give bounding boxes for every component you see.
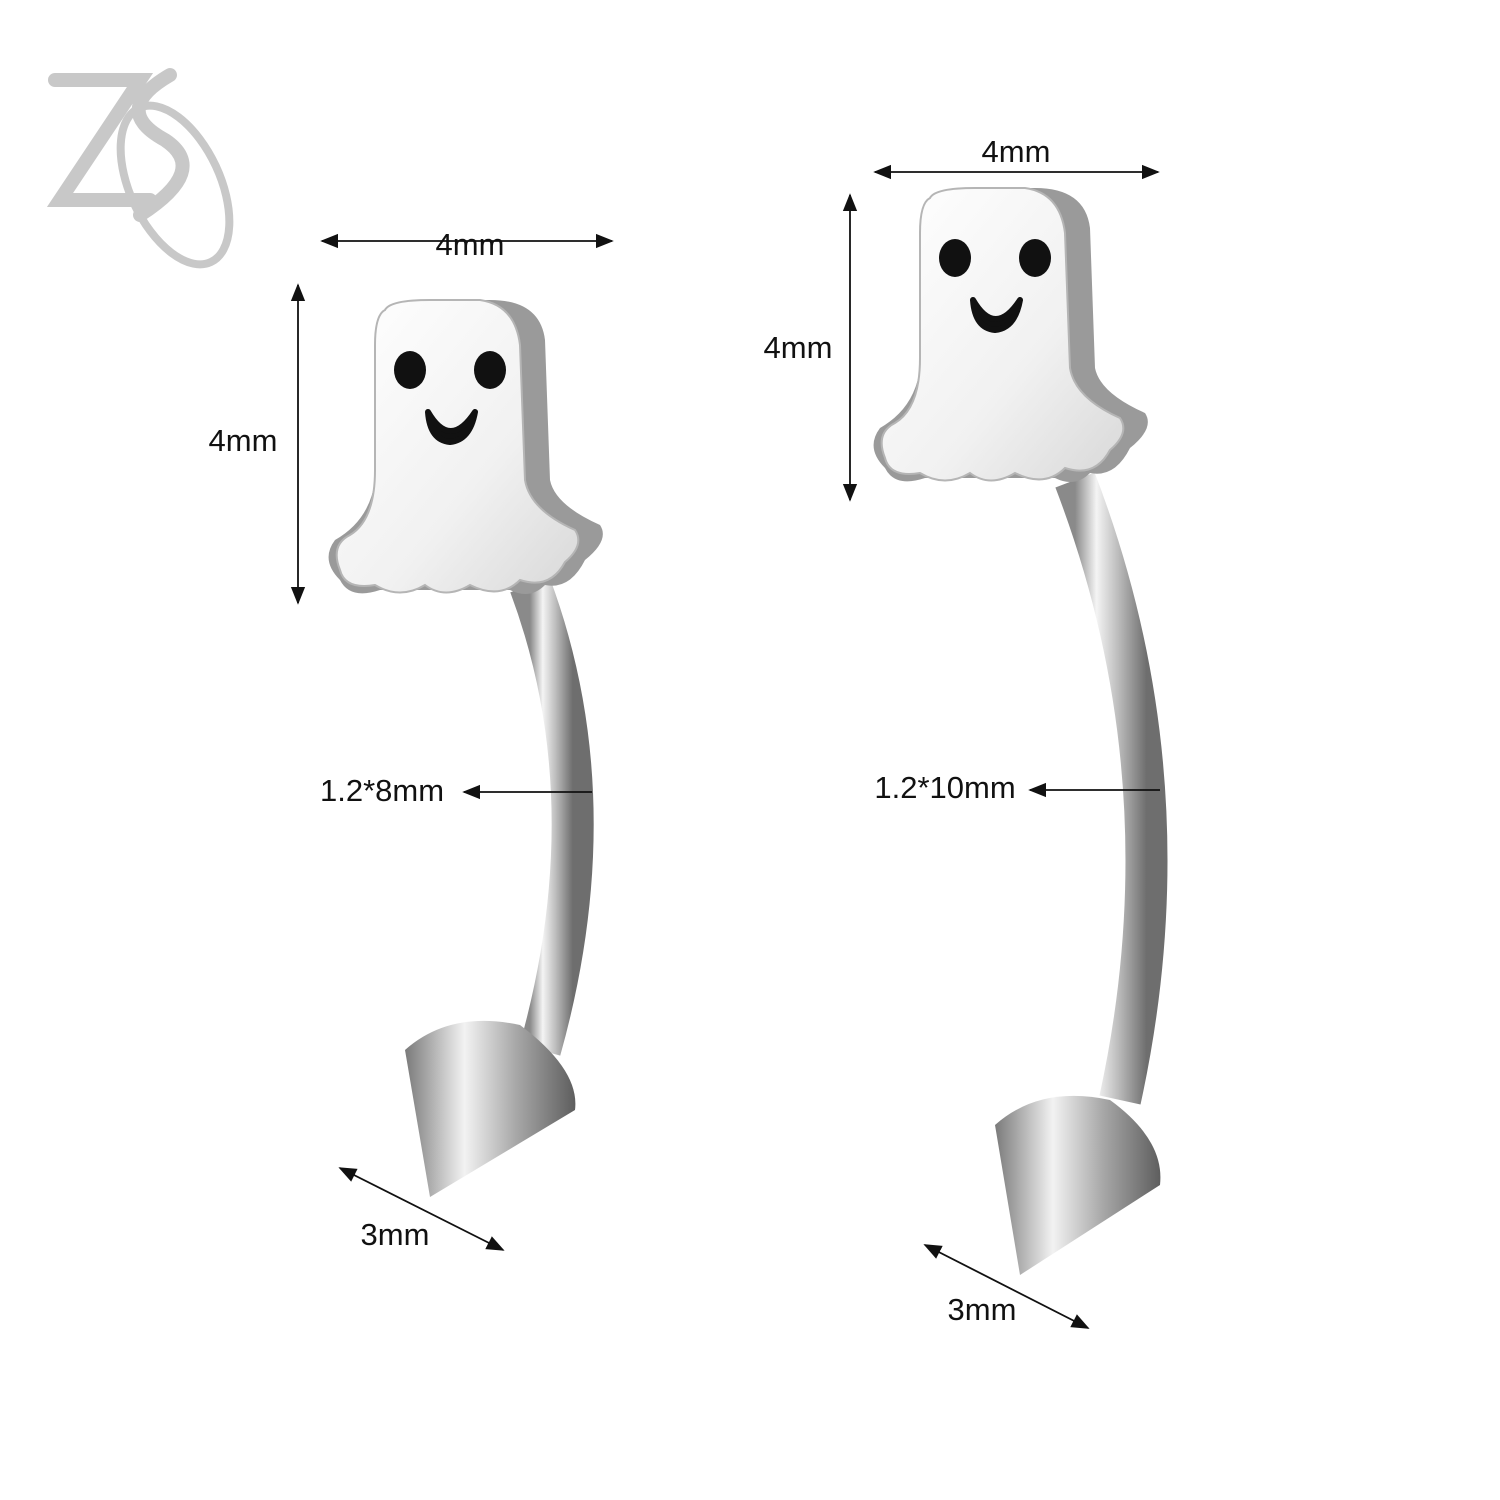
spike-ball [405, 1020, 576, 1197]
brand-logo [46, 68, 234, 269]
head-height-label: 4mm [763, 330, 833, 365]
product-small [329, 300, 603, 1197]
head-width-label: 4mm [435, 227, 505, 262]
ghost-head [874, 188, 1148, 482]
ghost-head [329, 300, 603, 594]
spike-ball [995, 1095, 1161, 1275]
curved-bar [1055, 472, 1168, 1105]
spike-size-label: 3mm [360, 1217, 430, 1252]
bar-size-label: 1.2*8mm [319, 773, 445, 808]
dimension-lines [290, 164, 1160, 1329]
head-height-label: 4mm [208, 423, 278, 458]
bar-size-label: 1.2*10mm [874, 770, 1016, 805]
curved-bar [510, 577, 594, 1056]
product-large [874, 188, 1168, 1275]
head-width-label: 4mm [981, 134, 1051, 169]
spike-size-label: 3mm [947, 1292, 1017, 1327]
